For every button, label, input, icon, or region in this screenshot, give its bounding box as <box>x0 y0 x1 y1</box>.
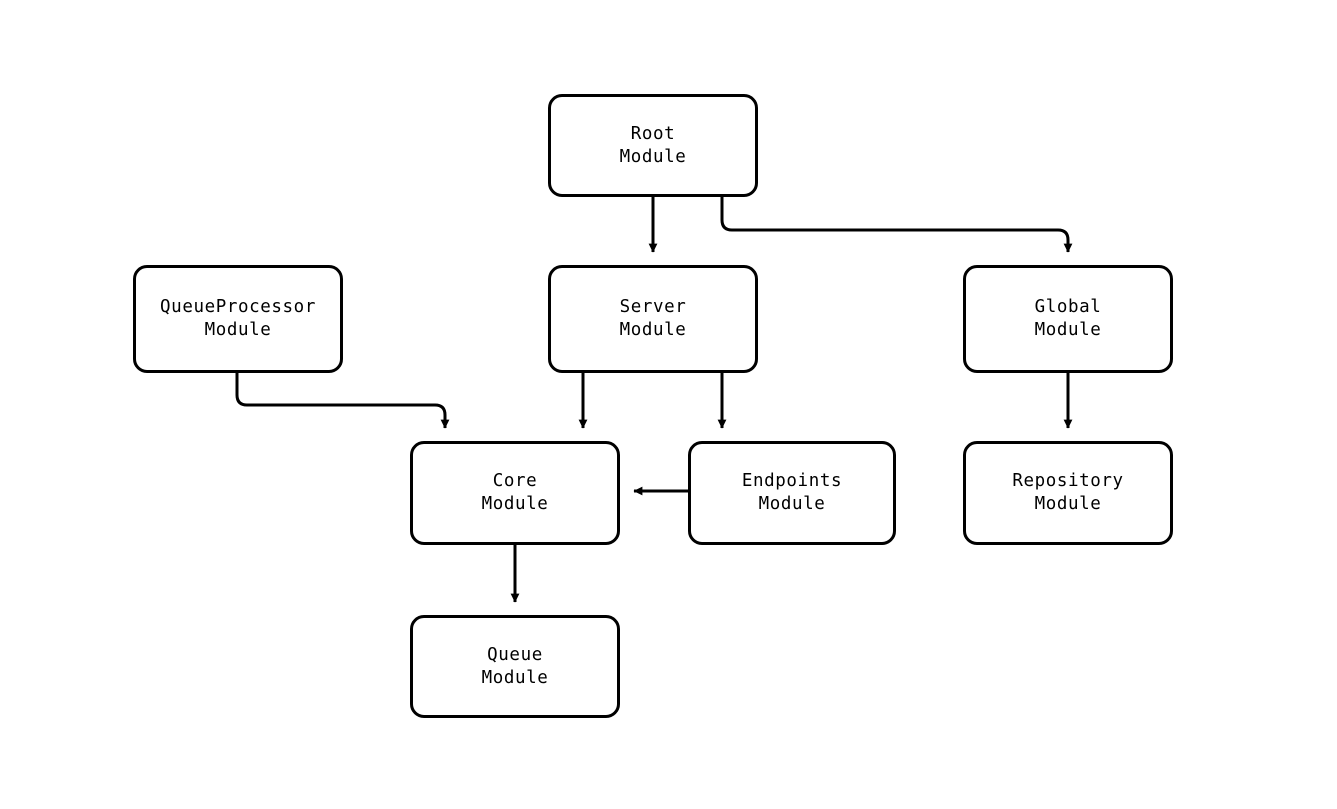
node-label-secondary: Module <box>1034 494 1102 514</box>
node-label-secondary: Module <box>481 494 549 514</box>
node-label-primary: Repository <box>1012 471 1124 491</box>
node-label-primary: Root <box>630 123 676 144</box>
edge-root-to-global <box>720 197 1073 253</box>
node-label-secondary: Module <box>758 494 826 514</box>
node-label-secondary: Module <box>619 320 687 340</box>
node-label-primary: Global <box>1034 297 1102 317</box>
node-label-secondary: Module <box>481 667 549 688</box>
node-label-primary: Endpoints <box>741 471 843 491</box>
edge-queueprocessor-to-core <box>235 373 450 429</box>
node-label-primary: Server <box>619 297 687 317</box>
node-label-secondary: Module <box>204 320 272 340</box>
node-label-primary: Core <box>492 471 538 491</box>
node-label-secondary: Module <box>1034 320 1102 340</box>
node-label-primary: Queue <box>487 644 543 665</box>
node-label-secondary: Module <box>619 146 687 167</box>
node-label-primary: QueueProcessor <box>160 297 316 317</box>
